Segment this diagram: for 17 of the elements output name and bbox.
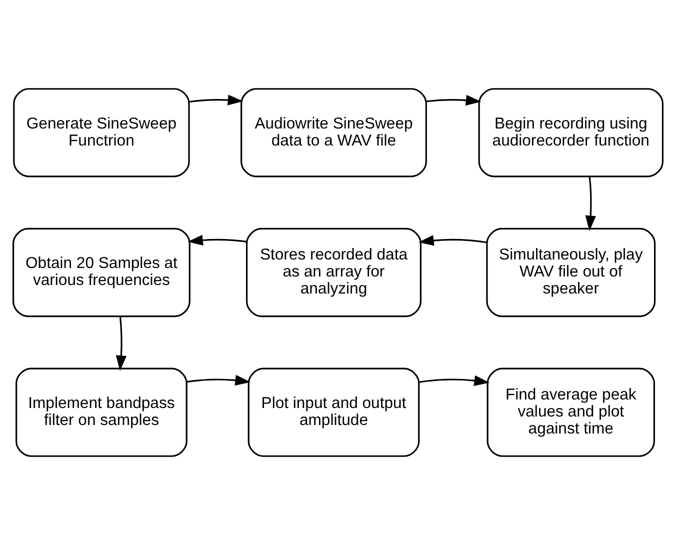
arrow [418,375,490,386]
node-box: Generate SineSweep Functrion [13,88,190,178]
node-box: Begin recording using audiorecorder function [478,88,664,178]
arrow [418,235,487,246]
arrow [426,94,482,106]
node-box: Stores recorded data as an array for analyzing [246,228,422,318]
node-box: Implement bandpass filter on samples [16,368,188,457]
node-box: Find average peak values and plot against time [486,368,655,457]
arrow [116,316,127,371]
arrow [585,176,596,231]
node-box: Audiowrite SineSweep data to a WAV file [240,88,427,178]
node-box: Plot input and output amplitude [248,368,420,457]
arrow [188,234,247,246]
node-box: Obtain 20 Samples at various frequencies [12,228,190,318]
arrow [189,94,244,106]
arrow [186,374,251,386]
node-box: Simultaneously, play WAV file out of speaker [486,228,656,318]
